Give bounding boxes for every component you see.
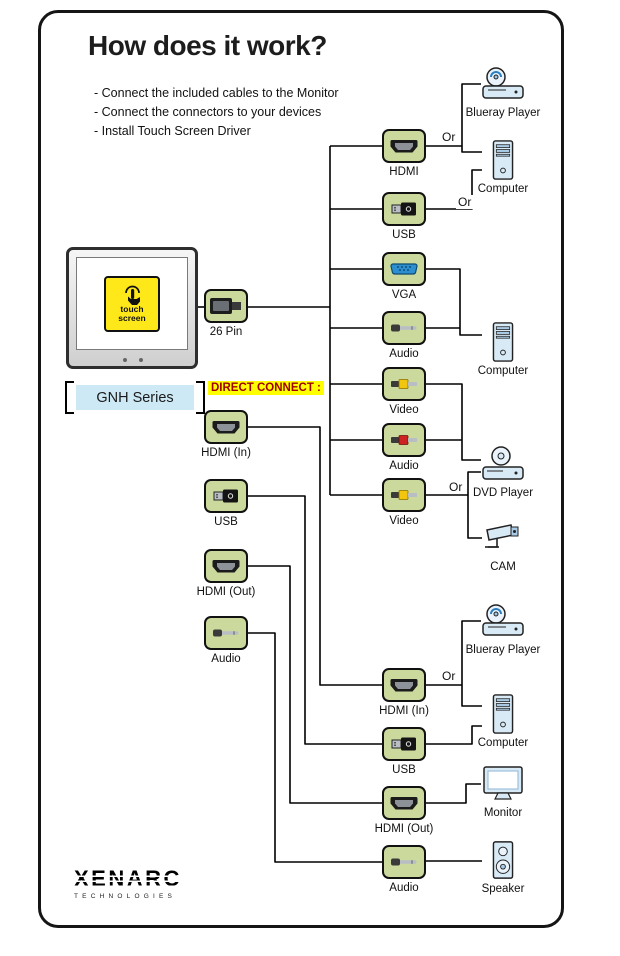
device-label: DVD Player (472, 487, 534, 499)
connector-label: Audio (389, 348, 419, 360)
connector-label: VGA (391, 289, 417, 301)
connector-audio-jack: Audio (382, 845, 426, 894)
instruction-list: - Connect the included cables to the Mon… (94, 84, 339, 141)
device-label: Computer (477, 365, 529, 377)
connector-label: HDMI (389, 166, 419, 178)
hdmi-connector-icon (204, 410, 248, 444)
logo-wordmark: XENARC (74, 866, 182, 891)
monitor-button (123, 358, 127, 362)
monitor-screen: touch screen (76, 257, 188, 350)
monitor-button (139, 358, 143, 362)
connector-label: HDMI (In) (379, 705, 429, 717)
connector-label: HDMI (In) (201, 447, 251, 459)
hdmi-connector-icon (382, 786, 426, 820)
computer-icon (482, 692, 524, 736)
touch-hand-icon (125, 285, 140, 305)
connector-hdmi: HDMI (382, 129, 426, 178)
device-blueray-player: Blueray Player (463, 62, 543, 119)
blueray-player-icon (481, 62, 525, 106)
touch-label-line1: touch (120, 303, 144, 314)
or-label: Or (440, 669, 458, 683)
connector-label: Audio (389, 882, 419, 894)
device-speaker: Speaker (463, 838, 543, 895)
usb-connector-icon (204, 479, 248, 513)
device-label: Computer (477, 183, 529, 195)
computer-icon (482, 138, 524, 182)
series-label-text: GNH Series (96, 389, 174, 406)
connector-label: USB (392, 764, 416, 776)
connector-hdmi-out: HDMI (Out) (197, 549, 255, 598)
connector-video-rca: Video (382, 367, 426, 416)
speaker-icon (482, 838, 524, 882)
audio-jack-icon (382, 845, 426, 879)
dvd-player-icon (481, 442, 525, 486)
rca-video-icon (382, 478, 426, 512)
device-dvd-player: DVD Player (463, 442, 543, 499)
computer-icon (482, 320, 524, 364)
hdmi-connector-icon (204, 549, 248, 583)
26pin-connector-icon (204, 289, 248, 323)
monitor-icon (481, 762, 525, 806)
touch-screen-badge: touch screen (104, 275, 160, 332)
connector-label: USB (214, 516, 238, 528)
connector-label: HDMI (Out) (196, 586, 256, 598)
or-label: Or (456, 195, 474, 209)
page-title: How does it work? (88, 30, 327, 61)
device-label: Blueray Player (465, 644, 541, 656)
rca-video-icon (382, 367, 426, 401)
usb-connector-icon (382, 727, 426, 761)
connector-audio-jack: Audio (382, 311, 426, 360)
touchscreen-monitor: touch screen (66, 247, 198, 369)
connector-label: 26 Pin (209, 326, 243, 338)
connector-vga: VGA (382, 252, 426, 301)
connector-hdmi-out: HDMI (Out) (375, 786, 433, 835)
connector-label: Video (389, 404, 419, 416)
connector-hdmi-in: HDMI (In) (379, 668, 429, 717)
connector-usb: USB (382, 192, 426, 241)
direct-connect-label: DIRECT CONNECT : (208, 381, 324, 395)
device-computer: Computer (463, 692, 543, 749)
hdmi-connector-icon (382, 668, 426, 702)
device-label: Computer (477, 737, 529, 749)
device-label: Monitor (483, 807, 523, 819)
xenarc-logo: XENARC TECHNOLOGIES (74, 866, 182, 900)
device-computer: Computer (463, 320, 543, 377)
connector-26pin: 26 Pin (204, 289, 248, 338)
device-blueray-player: Blueray Player (463, 599, 543, 656)
instruction-item: - Connect the connectors to your devices (94, 105, 322, 119)
device-cam: CAM (463, 516, 543, 573)
connector-label: USB (392, 229, 416, 241)
instruction-item: - Connect the included cables to the Mon… (94, 86, 339, 100)
instruction-item: - Install Touch Screen Driver (94, 124, 251, 138)
device-computer: Computer (463, 138, 543, 195)
connector-label: Audio (389, 460, 419, 472)
connector-hdmi-in: HDMI (In) (201, 410, 251, 459)
connector-audio-rca: Audio (382, 423, 426, 472)
hdmi-connector-icon (382, 129, 426, 163)
or-label: Or (440, 130, 458, 144)
rca-audio-icon (382, 423, 426, 457)
connector-usb: USB (204, 479, 248, 528)
connector-label: Audio (211, 653, 241, 665)
connector-usb: USB (382, 727, 426, 776)
connector-label: Video (389, 515, 419, 527)
device-label: CAM (490, 561, 516, 573)
cctv-camera-icon (483, 516, 523, 560)
device-monitor: Monitor (463, 762, 543, 819)
device-label: Speaker (481, 883, 525, 895)
vga-connector-icon (382, 252, 426, 286)
usb-connector-icon (382, 192, 426, 226)
connector-video-rca: Video (382, 478, 426, 527)
device-label: Blueray Player (465, 107, 541, 119)
audio-jack-icon (382, 311, 426, 345)
connector-audio-jack: Audio (204, 616, 248, 665)
or-label: Or (447, 480, 465, 494)
blueray-player-icon (481, 599, 525, 643)
series-label: GNH Series (65, 381, 205, 414)
audio-jack-icon (204, 616, 248, 650)
touch-label-line2: screen (118, 312, 146, 323)
connector-label: HDMI (Out) (374, 823, 434, 835)
logo-subtitle: TECHNOLOGIES (74, 893, 177, 900)
